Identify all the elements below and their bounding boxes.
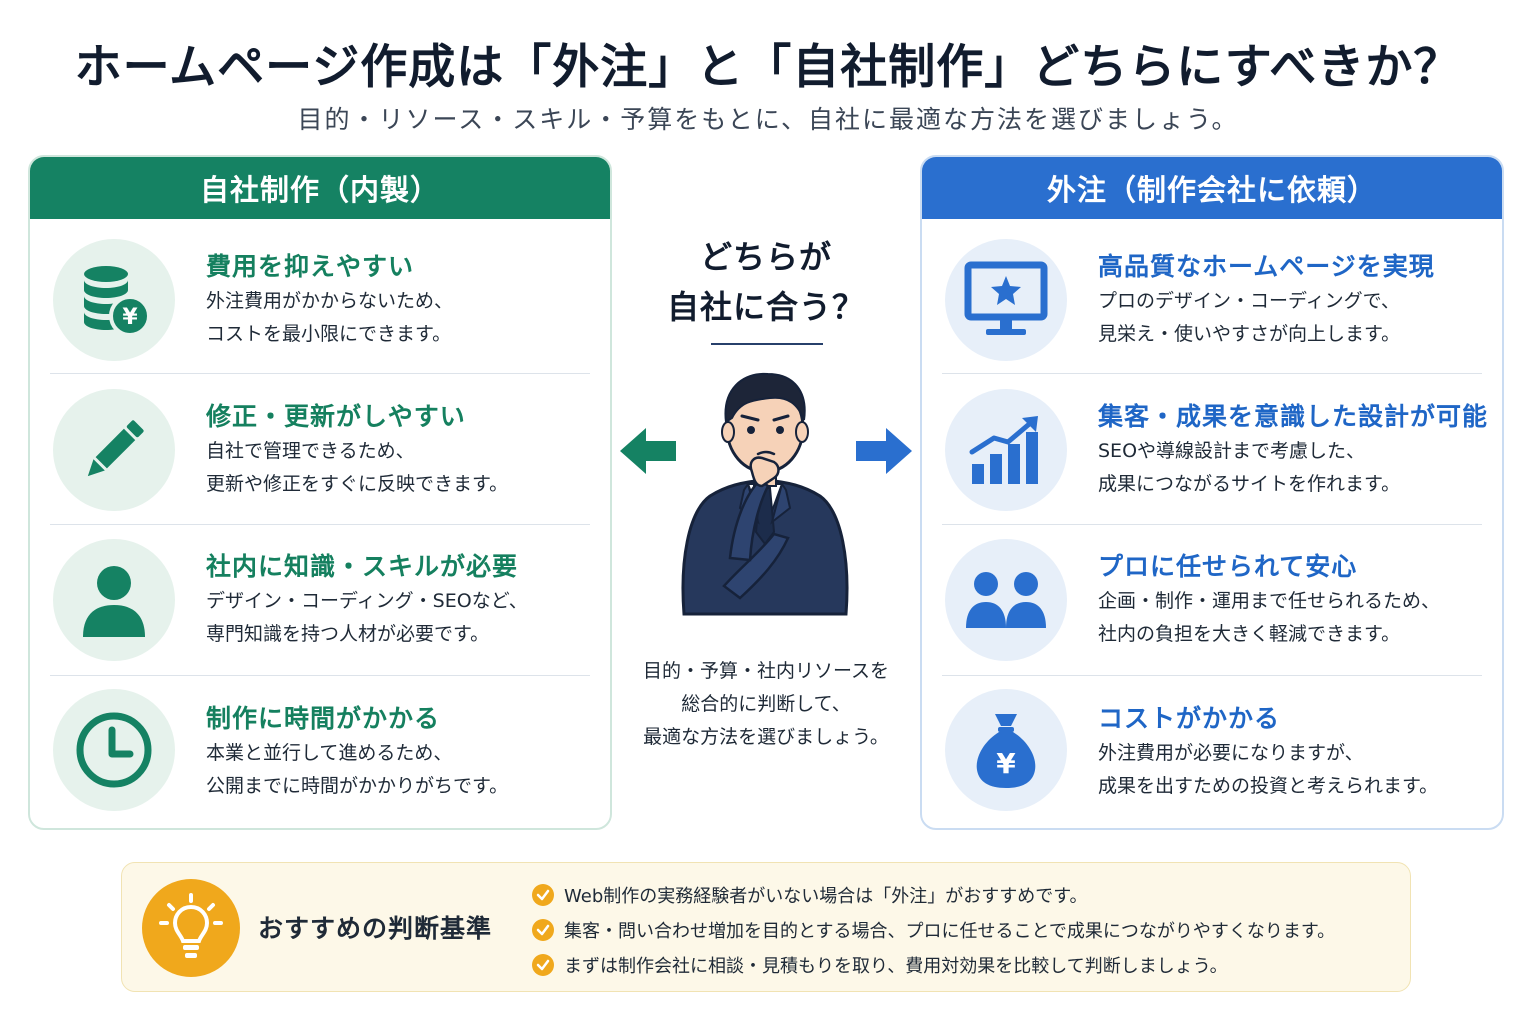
item-description: 本業と並行して進めるため、 公開までに時間がかかりがちです。 <box>206 742 509 797</box>
recommendation-point: 集客・問い合わせ増加を目的とする場合、プロに任せることで成果につながりやすくなり… <box>532 912 1335 947</box>
recommendation-title: おすすめの判断基準 <box>258 914 493 943</box>
item-description: 自社で管理できるため、 更新や修正をすぐに反映できます。 <box>206 440 509 495</box>
in-house-heading: 自社制作（内製） <box>30 157 610 219</box>
check-icon <box>532 883 554 906</box>
monitor-star-icon <box>945 239 1067 361</box>
divider <box>50 675 590 676</box>
recommendation-point: まずは制作会社に相談・見積もりを取り、費用対効果を比較して判断しましょう。 <box>532 947 1335 982</box>
center-note: 目的・予算・社内リソースを 総合的に判断して、 最適な方法を選びましょう。 <box>642 660 890 748</box>
divider <box>50 373 590 374</box>
check-icon <box>532 918 554 941</box>
person-icon <box>53 539 175 661</box>
item-title: コストがかかる <box>1098 704 1281 733</box>
check-icon <box>532 953 554 976</box>
item-title: プロに任せられて安心 <box>1098 552 1358 581</box>
page-subtitle: 目的・リソース・スキル・予算をもとに、自社に最適な方法を選びましょう。 <box>297 105 1239 134</box>
divider <box>942 675 1482 676</box>
item-title: 社内に知識・スキルが必要 <box>206 552 519 581</box>
left-arrow-icon <box>620 428 676 474</box>
lightbulb-icon <box>142 879 240 977</box>
item-description: デザイン・コーディング・SEOなど、 専門知識を持つ人材が必要です。 <box>206 590 528 645</box>
page-title: ホームページ作成は「外注」と「自社制作」どちらにすべきか？ <box>74 40 1462 95</box>
recommendation-box: おすすめの判断基準 Web制作の実務経験者がいない場合は「外注」がおすすめです。… <box>121 862 1411 992</box>
outsource-item-cost: ¥ コストがかかる 外注費用が必要になりますが、 成果を出すための投資と考えられ… <box>942 687 1484 828</box>
coin-stack-yen-icon: ¥ <box>53 239 175 361</box>
outsource-item-quality: 高品質なホームページを実現 プロのデザイン・コーディングで、 見栄え・使いやすさ… <box>942 233 1484 383</box>
recommendation-point: Web制作の実務経験者がいない場合は「外注」がおすすめです。 <box>532 877 1335 912</box>
in-house-item-cost: ¥ 費用を抑えやすい 外注費用がかからないため、 コストを最小限にできます。 <box>50 233 592 383</box>
right-arrow-icon <box>856 428 912 474</box>
divider <box>942 524 1482 525</box>
svg-text:¥: ¥ <box>122 305 138 330</box>
outsource-panel: 外注（制作会社に依頼） 高品質なホームページを実現 プロのデザイン・コーディング… <box>920 155 1504 830</box>
in-house-item-time: 制作に時間がかかる 本業と並行して進めるため、 公開までに時間がかかりがちです。 <box>50 687 592 828</box>
item-description: 外注費用が必要になりますが、 成果を出すための投資と考えられます。 <box>1098 742 1439 797</box>
item-title: 高品質なホームページを実現 <box>1098 252 1435 281</box>
divider <box>50 524 590 525</box>
outsource-item-design: 集客・成果を意識した設計が可能 SEOや導線設計まで考慮した、 成果につながるサ… <box>942 385 1487 535</box>
divider <box>942 373 1482 374</box>
money-bag-yen-icon: ¥ <box>945 689 1067 811</box>
growth-chart-icon <box>945 389 1067 511</box>
clock-icon <box>53 689 175 811</box>
item-title: 集客・成果を意識した設計が可能 <box>1098 402 1489 431</box>
item-description: SEOや導線設計まで考慮した、 成果につながるサイトを作れます。 <box>1098 440 1401 495</box>
svg-text:¥: ¥ <box>996 747 1016 780</box>
thinking-businessman-icon <box>681 372 849 616</box>
item-description: プロのデザイン・コーディングで、 見栄え・使いやすさが向上します。 <box>1098 290 1401 345</box>
item-description: 外注費用がかからないため、 コストを最小限にできます。 <box>206 290 454 345</box>
outsource-heading: 外注（制作会社に依頼） <box>922 157 1502 219</box>
recommendation-list: Web制作の実務経験者がいない場合は「外注」がおすすめです。 集客・問い合わせ増… <box>532 877 1335 982</box>
item-title: 制作に時間がかかる <box>206 704 441 733</box>
center-divider <box>711 343 823 345</box>
outsource-item-trust: プロに任せられて安心 企画・制作・運用まで任せられるため、 社内の負担を大きく軽… <box>942 537 1484 687</box>
item-description: 企画・制作・運用まで任せられるため、 社内の負担を大きく軽減できます。 <box>1098 590 1441 645</box>
in-house-panel: 自社制作（内製） ¥ 費用を抑えやすい 外注費用がかからないため、 コストを最小… <box>28 155 612 830</box>
team-icon <box>945 539 1067 661</box>
item-title: 費用を抑えやすい <box>206 252 415 281</box>
center-question: どちらが 自社に合う？ <box>666 238 865 326</box>
pencil-icon <box>53 389 175 511</box>
in-house-item-skills: 社内に知識・スキルが必要 デザイン・コーディング・SEOなど、 専門知識を持つ人… <box>50 537 592 687</box>
in-house-item-update: 修正・更新がしやすい 自社で管理できるため、 更新や修正をすぐに反映できます。 <box>50 385 592 535</box>
item-title: 修正・更新がしやすい <box>206 402 466 431</box>
